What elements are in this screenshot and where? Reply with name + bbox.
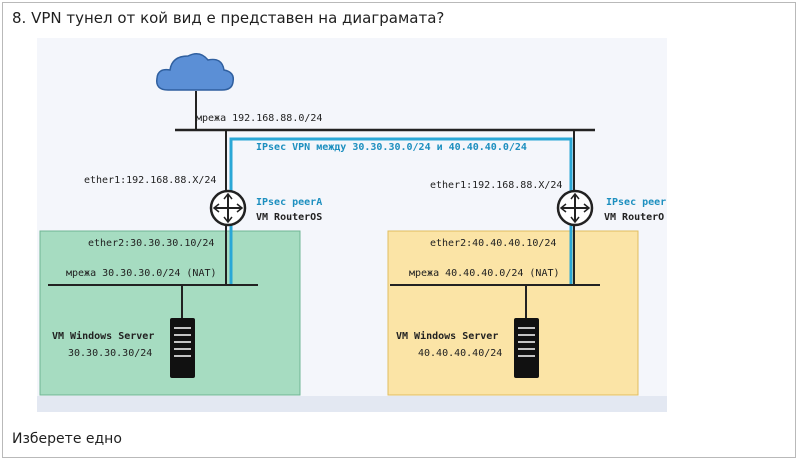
server-icon [170,318,195,378]
router-icon [556,189,594,227]
tunnel-label: IPsec VPN между 30.30.30.0/24 и 40.40.40… [256,142,527,153]
router-icon [209,189,247,227]
question-card [2,2,796,458]
left-peer-label: IPsec peerA [256,197,322,208]
cloud-icon [155,53,235,91]
left-network-label: мрежа 30.30.30.0/24 (NAT) [66,268,217,279]
right-network-label: мрежа 40.40.40.0/24 (NAT) [409,268,560,279]
diagram-bottom-band [37,396,667,412]
right-peer-label: IPsec peer [606,197,666,208]
left-ether1-label: ether1:192.168.88.X/24 [84,175,216,186]
right-zone [387,230,639,396]
question-text: 8. VPN тунел от кой вид е представен на … [12,9,445,27]
right-router-label: VM RouterO [604,212,664,223]
right-ether2-label: ether2:40.40.40.10/24 [430,238,556,249]
right-server-name: VM Windows Server [396,330,498,342]
right-ether1-label: ether1:192.168.88.X/24 [430,180,562,191]
left-ether2-label: ether2:30.30.30.10/24 [88,238,214,249]
right-server-ip: 40.40.40.40/24 [418,348,502,359]
left-server-ip: 30.30.30.30/24 [68,348,152,359]
top-network-label: мрежа 192.168.88.0/24 [196,113,322,124]
left-server-name: VM Windows Server [52,330,154,342]
left-router-label: VM RouterOS [256,212,322,223]
server-icon [514,318,539,378]
answer-prompt: Изберете едно [12,431,122,447]
